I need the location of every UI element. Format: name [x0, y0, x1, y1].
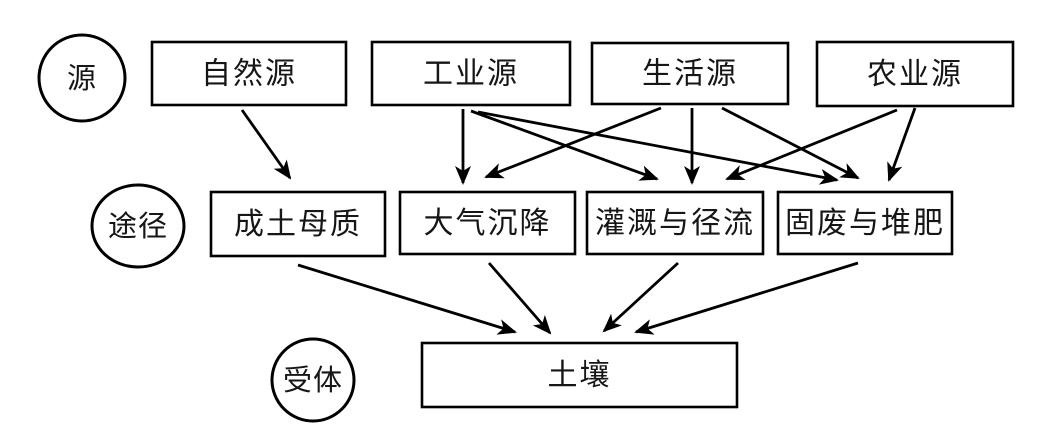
row-marker-pathway	[90, 183, 186, 269]
edge-solid-waste-compost-to-soil	[634, 261, 859, 335]
edge-domestic-source-to-atmospheric-deposition	[484, 106, 662, 179]
node-label-irrigation-runoff: 灌溉与径流	[595, 207, 755, 240]
node-solid-waste-compost	[776, 190, 954, 256]
row-marker-source	[37, 33, 127, 123]
edge-domestic-source-to-solid-waste-compost	[721, 106, 860, 180]
edge-natural-source-to-parent-material	[240, 109, 292, 180]
edge-irrigation-runoff-to-soil	[602, 261, 679, 333]
node-natural-source	[150, 40, 348, 107]
row-marker-label-pathway: 途径	[108, 210, 168, 243]
node-label-solid-waste-compost: 固废与堆肥	[785, 207, 945, 240]
row-marker-label-source: 源	[67, 62, 97, 95]
nodes-layer: 源途径受体 自然源 工业源 生活源 农业源成土母质 大气沉降 灌溉与径流固废与堆肥土壤	[37, 33, 1015, 423]
node-agricultural-source	[815, 40, 1015, 108]
node-atmospheric-deposition	[398, 190, 577, 256]
edge-industrial-source-to-solid-waste-compost	[477, 110, 839, 185]
node-label-domestic-source: 生活源	[642, 58, 738, 91]
node-label-atmospheric-deposition: 大气沉降	[424, 207, 552, 240]
edge-parent-material-to-soil	[297, 263, 517, 335]
node-irrigation-runoff	[585, 190, 765, 256]
node-domestic-source	[590, 41, 790, 106]
edges-layer	[240, 106, 917, 335]
node-label-natural-source: 自然源	[201, 58, 297, 91]
node-parent-material	[209, 190, 387, 258]
node-industrial-source	[370, 40, 572, 107]
node-label-industrial-source: 工业源	[423, 58, 519, 91]
node-soil	[420, 341, 739, 409]
node-label-parent-material: 成土母质	[234, 208, 362, 241]
edge-agricultural-source-to-solid-waste-compost	[887, 107, 917, 182]
node-label-soil: 土壤	[548, 359, 612, 392]
edge-atmospheric-deposition-to-soil	[487, 262, 552, 335]
row-marker-label-receptor: 受体	[283, 364, 343, 397]
node-label-agricultural-source: 农业源	[867, 58, 963, 91]
edge-agricultural-source-to-irrigation-runoff	[725, 108, 898, 181]
row-marker-receptor	[270, 337, 356, 423]
